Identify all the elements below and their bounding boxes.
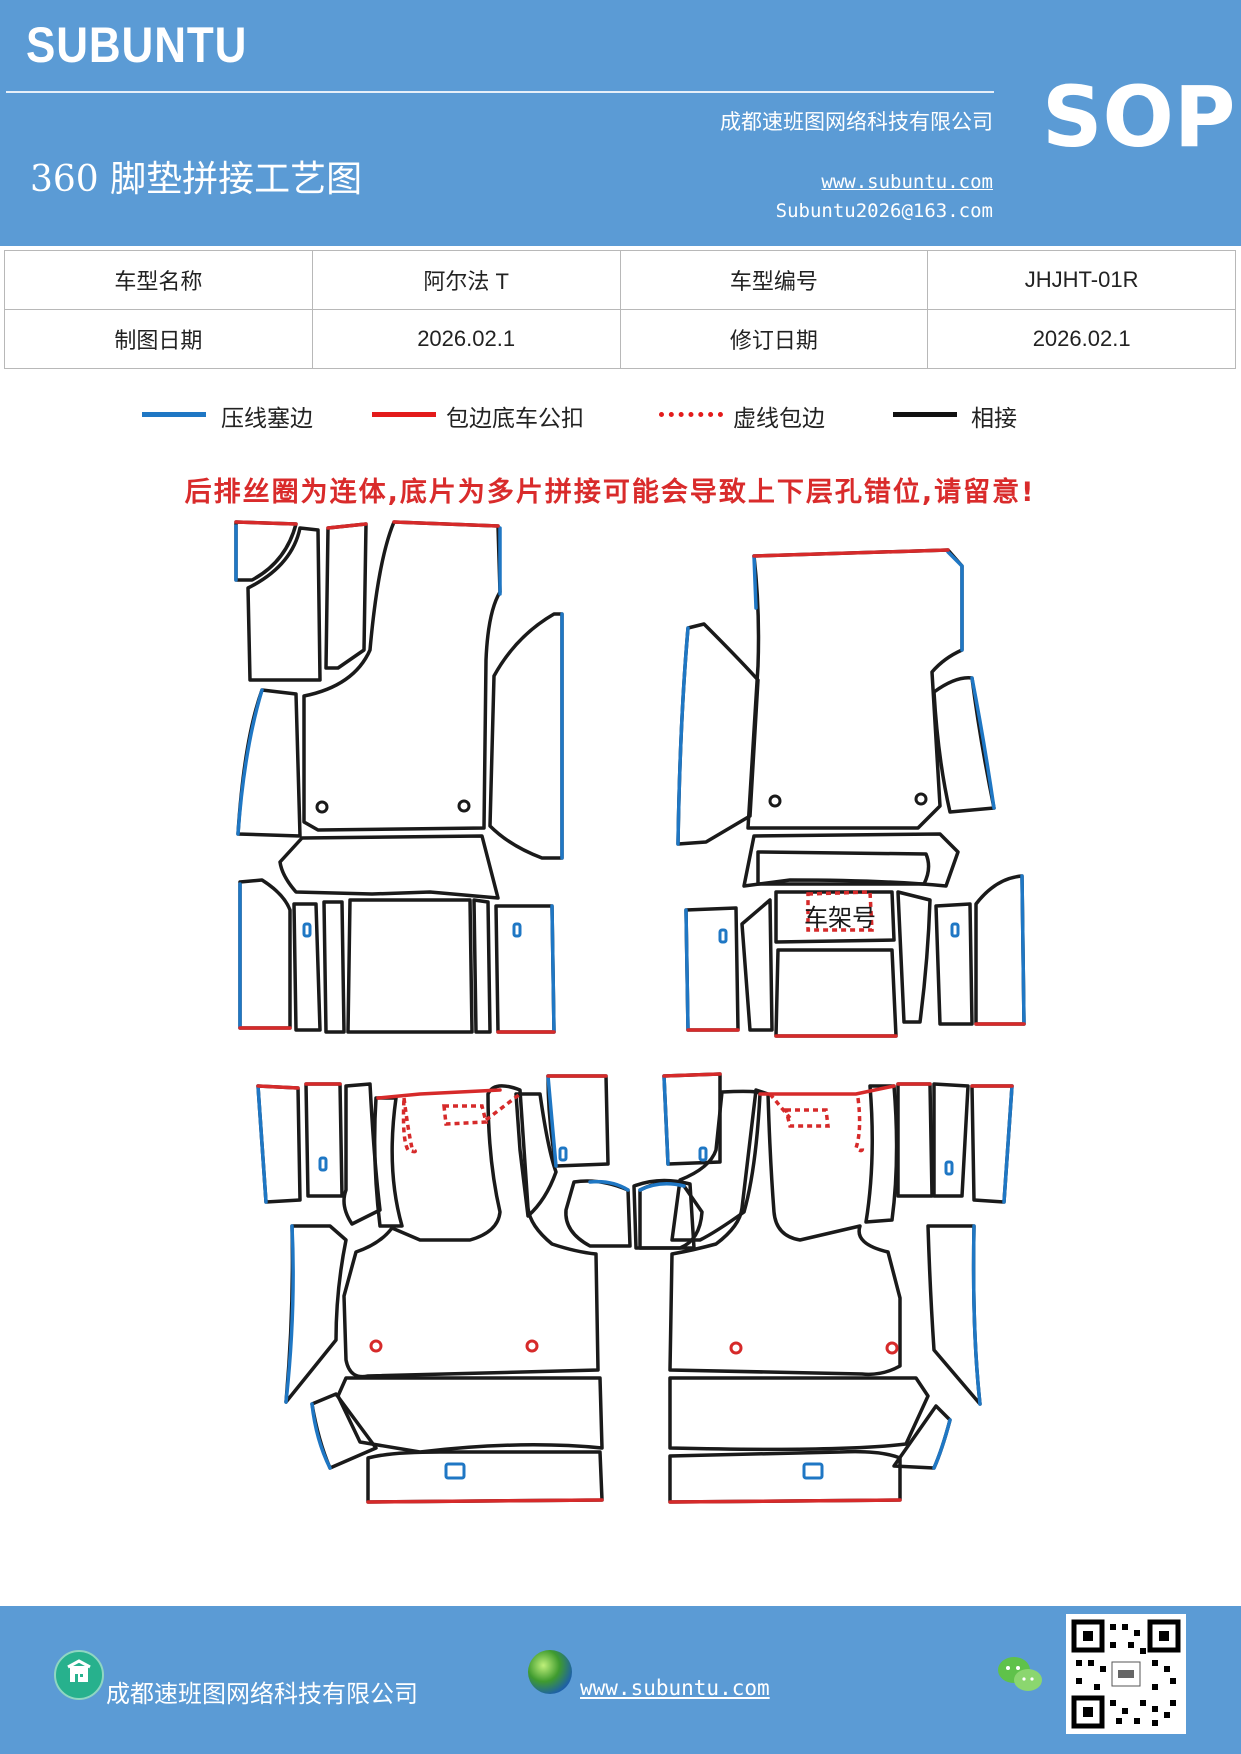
mat-piece xyxy=(668,1088,902,1377)
mat-piece xyxy=(892,1404,952,1470)
model-code-value: JHJHT-01R xyxy=(927,250,1236,310)
mat-piece xyxy=(676,622,760,846)
clip-slots xyxy=(302,922,960,1480)
footer-website-link[interactable]: www.subuntu.com xyxy=(580,1676,770,1700)
mat-piece xyxy=(932,1082,970,1198)
floor-mat-diagram: 车架号 xyxy=(234,520,1026,1504)
mat-piece xyxy=(974,874,1026,1026)
mat-piece xyxy=(366,1450,604,1504)
mat-piece xyxy=(668,1376,930,1452)
legend-label: 虚线包边 xyxy=(733,406,825,432)
mat-piece xyxy=(564,1179,632,1248)
mat-piece xyxy=(346,898,474,1034)
mat-piece xyxy=(310,1392,378,1470)
legend-swatch-joint xyxy=(893,412,957,417)
mat-piece xyxy=(746,548,964,830)
drawing-date-value: 2026.02.1 xyxy=(311,309,621,369)
mat-piece xyxy=(322,900,346,1034)
footer-company-name: 成都速班图网络科技有限公司 xyxy=(106,1680,418,1708)
globe-icon xyxy=(528,1650,572,1694)
grommet-holes xyxy=(315,792,928,814)
legend-label: 压线塞边 xyxy=(221,406,313,432)
building-icon xyxy=(54,1650,104,1700)
mat-piece xyxy=(514,1092,558,1218)
legend-swatch-dotted-edge xyxy=(659,412,723,417)
table-row: 车型名称 阿尔法 T 车型编号 JHJHT-01R xyxy=(4,250,1236,310)
mat-piece xyxy=(302,520,502,832)
frame-number-label: 车架号 xyxy=(804,904,876,932)
wechat-icon[interactable] xyxy=(996,1654,1044,1694)
header-company-name: 成都速班图网络科技有限公司 xyxy=(720,110,993,134)
mat-piece xyxy=(632,1178,696,1250)
mat-piece xyxy=(740,898,774,1032)
mat-piece xyxy=(668,1449,902,1504)
legend: 压线塞边 包边底车公扣 虚线包边 相接 xyxy=(0,402,1241,438)
mat-piece xyxy=(756,850,931,886)
header-website-link[interactable]: www.subuntu.com xyxy=(821,171,993,193)
model-name-label: 车型名称 xyxy=(4,250,313,310)
mat-piece xyxy=(934,902,974,1026)
rear-grommet-holes xyxy=(369,1339,899,1355)
mat-piece xyxy=(304,1082,344,1198)
legend-swatch-wrap-edge xyxy=(372,412,436,417)
sop-badge: SOP xyxy=(1042,68,1236,166)
header-divider xyxy=(6,91,994,93)
mat-piece xyxy=(546,1074,610,1168)
document-title: 360 脚垫拼接工艺图 xyxy=(30,159,363,200)
wrap-edge-lines xyxy=(234,520,1026,1504)
mat-piece xyxy=(662,1072,722,1166)
press-edge-lines xyxy=(234,524,1026,1470)
mat-piece xyxy=(774,948,898,1038)
mat-piece xyxy=(336,1376,604,1454)
mat-piece xyxy=(234,520,298,582)
mat-piece xyxy=(494,904,556,1034)
qr-code xyxy=(1066,1614,1186,1734)
mat-piece xyxy=(292,902,322,1032)
revision-date-value: 2026.02.1 xyxy=(927,309,1236,369)
mat-piece xyxy=(742,832,960,888)
page-footer: 成都速班图网络科技有限公司 www.subuntu.com xyxy=(0,1606,1241,1754)
vehicle-info-table: 车型名称 阿尔法 T 车型编号 JHJHT-01R 制图日期 2026.02.1… xyxy=(4,250,1236,369)
warning-notice: 后排丝圈为连体,底片为多片拼接可能会导致上下层孔错位,请留意! xyxy=(184,477,1036,508)
legend-label: 相接 xyxy=(971,406,1017,432)
drawing-date-label: 制图日期 xyxy=(4,309,313,369)
mat-piece xyxy=(684,906,740,1032)
mat-piece xyxy=(488,612,564,860)
mat-piece xyxy=(324,522,368,670)
mat-piece xyxy=(342,1084,600,1379)
mat-piece xyxy=(238,878,292,1030)
revision-date-label: 修订日期 xyxy=(619,309,929,369)
mat-piece xyxy=(896,1082,934,1198)
dotted-wrap-lines xyxy=(401,890,874,1154)
legend-swatch-press-edge xyxy=(142,412,206,417)
mat-piece xyxy=(246,526,322,682)
legend-label: 包边底车公扣 xyxy=(446,406,584,432)
model-code-label: 车型编号 xyxy=(619,250,929,310)
mat-piece xyxy=(278,834,500,900)
mat-piece xyxy=(372,1096,404,1228)
model-name-value: 阿尔法 T xyxy=(311,250,621,310)
mat-piece xyxy=(896,890,932,1024)
header-email[interactable]: Subuntu2026@163.com xyxy=(775,200,993,222)
mat-piece xyxy=(864,1084,899,1224)
mat-piece xyxy=(284,1224,348,1404)
brand-logo: SUBUNTU xyxy=(26,17,248,73)
page-header: SUBUNTU 360 脚垫拼接工艺图 成都速班图网络科技有限公司 www.su… xyxy=(0,0,1241,246)
table-row: 制图日期 2026.02.1 修订日期 2026.02.1 xyxy=(4,309,1236,369)
mat-piece xyxy=(472,898,492,1034)
